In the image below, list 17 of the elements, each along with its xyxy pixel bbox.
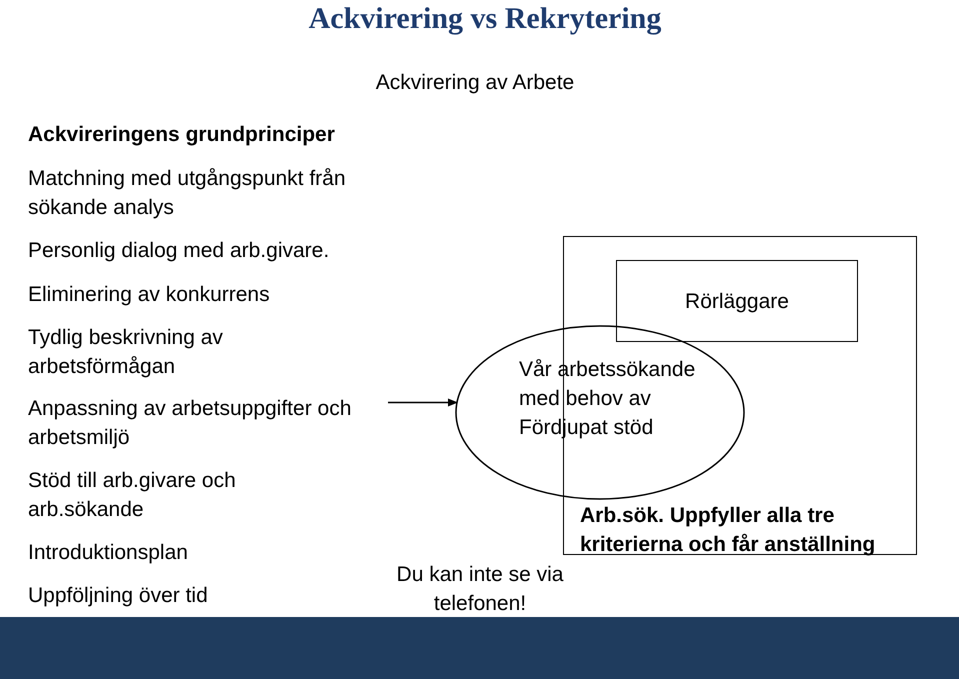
heading: Ackvireringens grundprinciper [28,122,336,148]
bold-text: Arb.sök. Uppfyller alla tre kriterierna och får anställning [580,503,876,558]
text-label: Matchning med utgångspunkt från sökande analys [28,166,347,221]
arrow [388,398,458,406]
text-label: Du kan inte se via telefonen! [396,562,564,617]
text-label: Personlig dialog med arb.givare. [28,238,330,264]
title: Ackvirering vs Rekrytering [308,1,662,37]
text-label: Stöd till arb.givare och arb.sökande [28,468,237,523]
text-label: Eliminering av konkurrens [28,282,271,308]
subtitle: Ackvirering av Arbete [374,70,576,96]
text-label: Anpassning av arbetsuppgifter och arbetsmiljö [28,396,352,451]
ellipse-node [455,325,745,500]
process-box [616,260,858,342]
text-label: Uppföljning över tid [28,583,209,609]
text-label: Tydlig beskrivning av arbetsförmågan [28,325,224,380]
node-label: Rörläggare [684,288,790,314]
text-label: Introduktionsplan [28,540,189,566]
